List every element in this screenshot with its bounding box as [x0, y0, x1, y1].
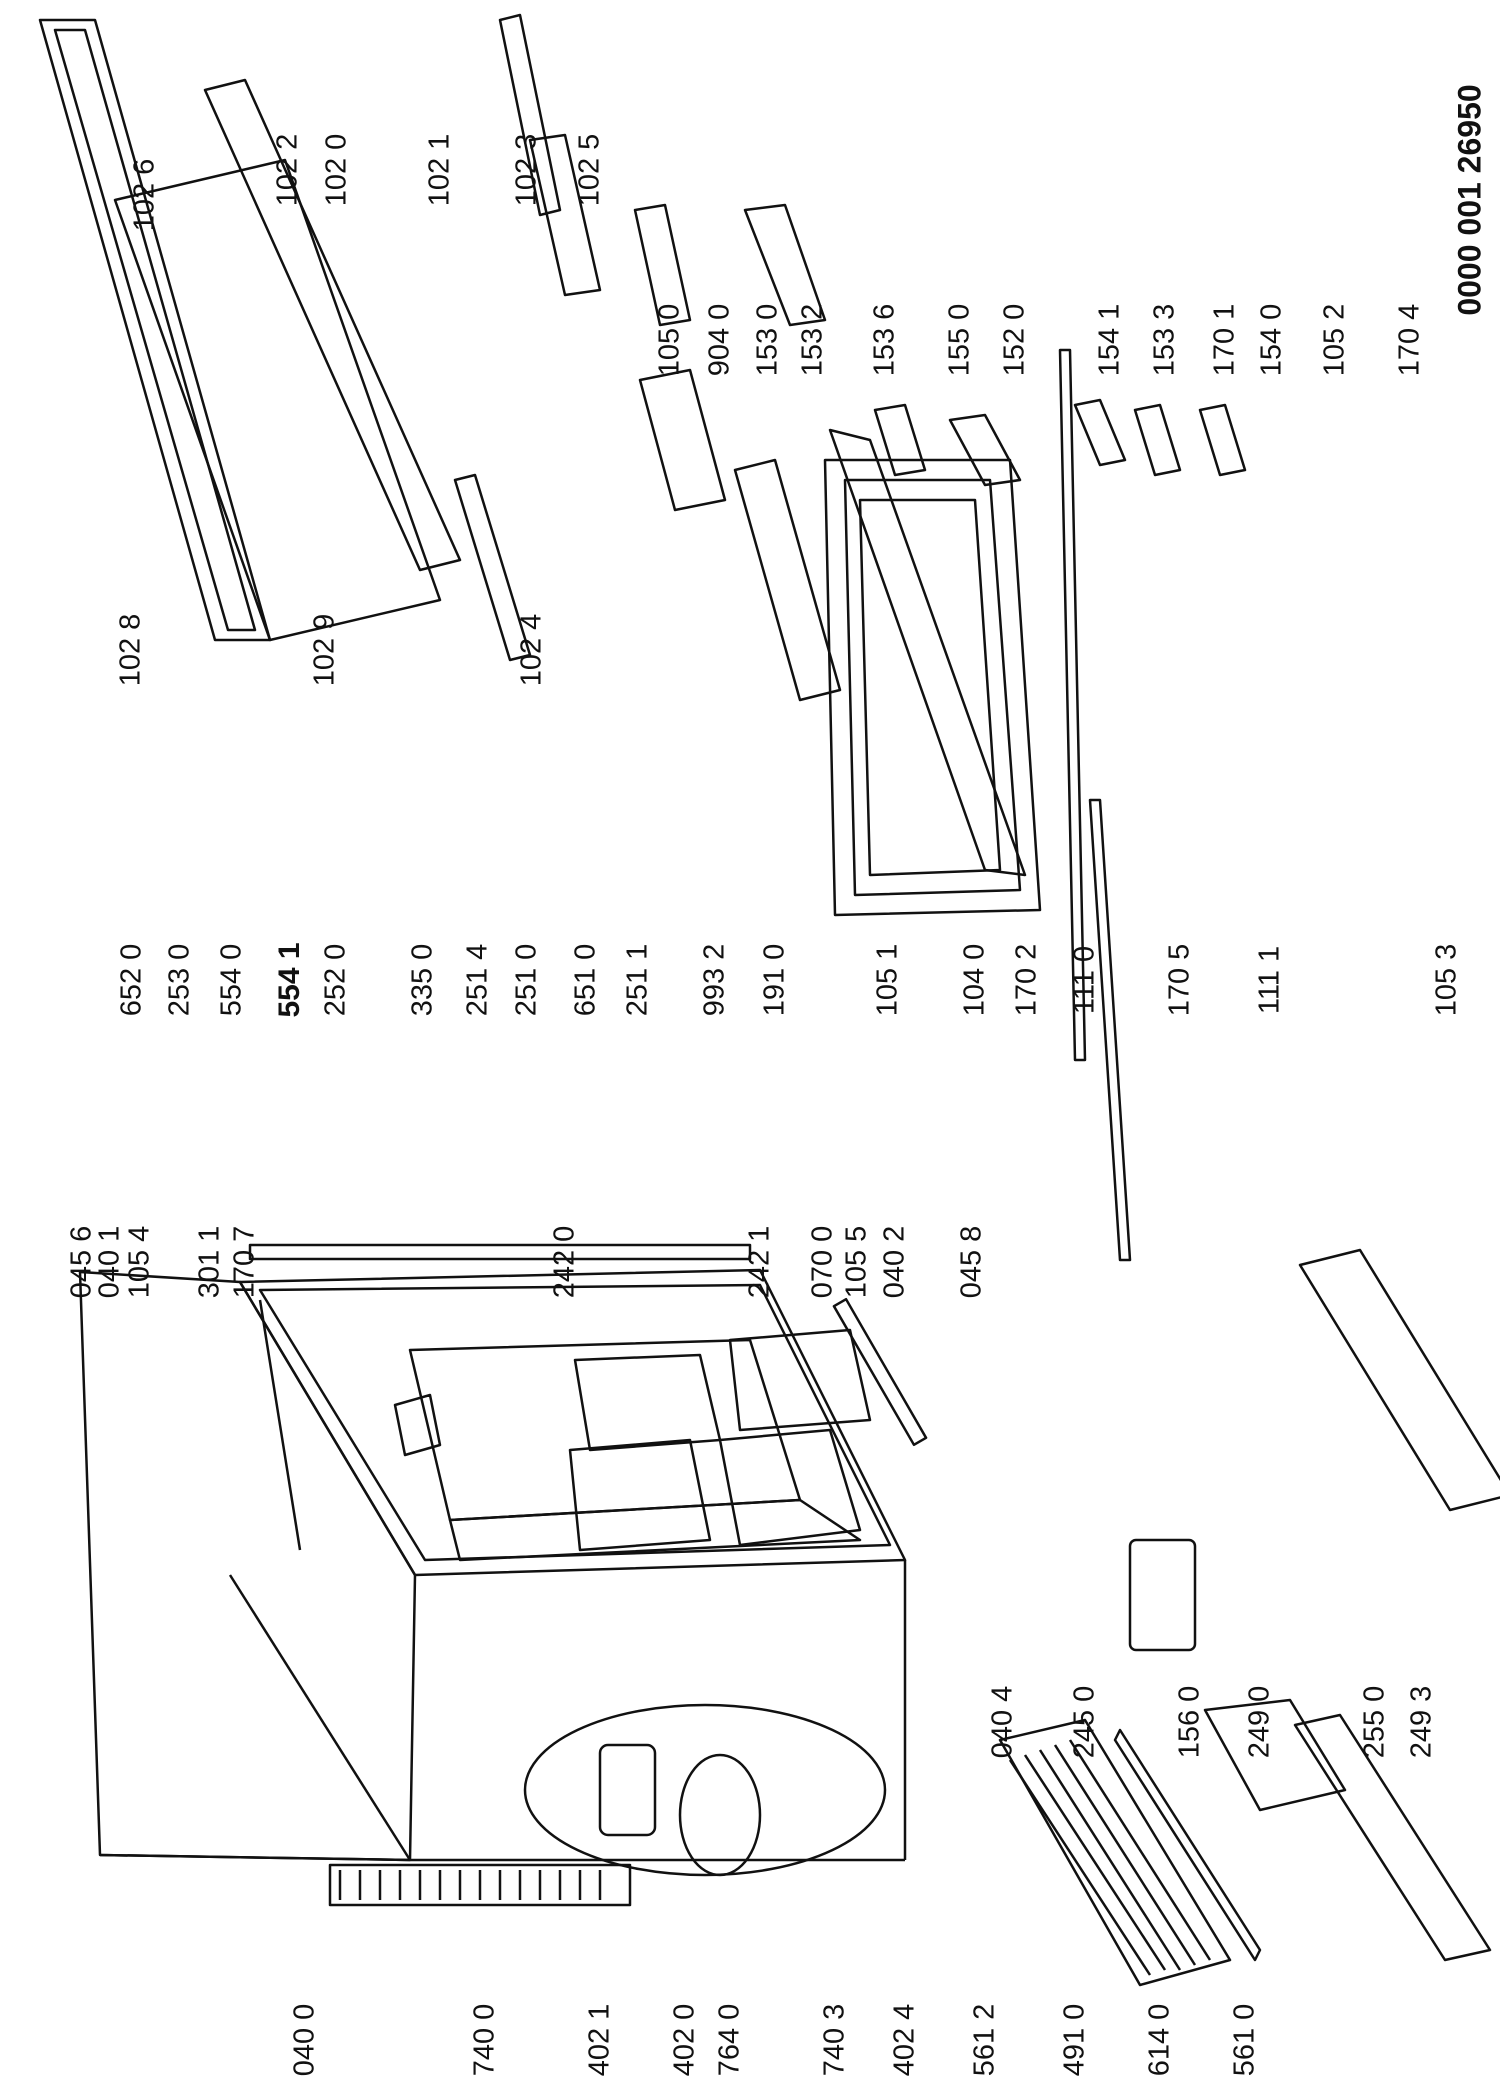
- part-label: 335 0: [406, 943, 439, 1017]
- part-label: 040 4: [986, 1685, 1019, 1759]
- part-label: 740 0: [468, 2003, 501, 2077]
- part-label: 102 2: [271, 133, 304, 207]
- part-label: 153 6: [868, 303, 901, 377]
- part-label: 102 4: [515, 613, 548, 687]
- part-label: 170 7: [228, 1225, 261, 1299]
- part-label: 111 0: [1068, 945, 1101, 1015]
- part-label: 170 4: [1393, 303, 1426, 377]
- part-label: 153 2: [796, 303, 829, 377]
- part-label: 040 1: [93, 1225, 126, 1299]
- part-label: 904 0: [703, 303, 736, 377]
- part-label: 993 2: [698, 943, 731, 1017]
- part-label: 105 5: [840, 1225, 873, 1299]
- part-label: 105 3: [1430, 943, 1463, 1017]
- part-label: 102 6: [128, 158, 161, 232]
- part-label: 255 0: [1358, 1685, 1391, 1759]
- part-label: 155 0: [943, 303, 976, 377]
- part-label: 102 8: [114, 613, 147, 687]
- door-drawing: [823, 348, 1132, 1262]
- part-label: 740 3: [818, 2003, 851, 2077]
- part-label: 554 1: [273, 942, 306, 1018]
- part-label: 040 0: [288, 2003, 321, 2077]
- part-label: 251 0: [510, 943, 543, 1017]
- part-label: 614 0: [1143, 2003, 1176, 2077]
- part-label: 170 1: [1208, 303, 1241, 377]
- part-label: 102 9: [308, 613, 341, 687]
- part-label: 561 0: [1228, 2003, 1261, 2077]
- part-label: 253 0: [163, 943, 196, 1017]
- part-label: 105 0: [653, 303, 686, 377]
- part-label: 102 0: [320, 133, 353, 207]
- part-label: 252 0: [319, 943, 352, 1017]
- part-label: 191 0: [758, 943, 791, 1017]
- part-label: 153 3: [1148, 303, 1181, 377]
- part-label: 170 2: [1010, 943, 1043, 1017]
- part-label: 154 1: [1093, 303, 1126, 377]
- part-label: 764 0: [713, 2003, 746, 2077]
- part-label: 242 1: [743, 1225, 776, 1299]
- part-label: 045 8: [955, 1225, 988, 1299]
- part-label: 242 0: [548, 1225, 581, 1299]
- part-label: 156 0: [1173, 1685, 1206, 1759]
- part-label: 102 3: [510, 133, 543, 207]
- part-label: 554 0: [215, 943, 248, 1017]
- part-label: 251 4: [461, 943, 494, 1017]
- part-label: 152 0: [998, 303, 1031, 377]
- part-label: 402 4: [888, 2003, 921, 2077]
- evaporator-parts-drawing: [38, 13, 1247, 702]
- part-label: 170 5: [1163, 943, 1196, 1017]
- part-label: 154 0: [1255, 303, 1288, 377]
- cabinet-drawing: [78, 1243, 928, 1907]
- part-label: 045 6: [65, 1225, 98, 1299]
- part-label: 402 1: [583, 2003, 616, 2077]
- part-label: 561 2: [968, 2003, 1001, 2077]
- part-label: 105 1: [871, 943, 904, 1017]
- part-label: 251 1: [621, 943, 654, 1017]
- part-label: 102 1: [423, 133, 456, 207]
- part-label: 652 0: [115, 943, 148, 1017]
- part-label: 105 4: [123, 1225, 156, 1299]
- shelves-drawing: [998, 1248, 1500, 1987]
- part-label: 153 0: [751, 303, 784, 377]
- part-label: 102 5: [573, 133, 606, 207]
- part-label: 301 1: [193, 1225, 226, 1299]
- part-label: 105 2: [1318, 303, 1351, 377]
- part-label: 040 2: [878, 1225, 911, 1299]
- catalog-number: 0000 001 26950: [1451, 84, 1488, 316]
- part-label: 070 0: [806, 1225, 839, 1299]
- part-label: 491 0: [1058, 2003, 1091, 2077]
- part-label: 402 0: [668, 2003, 701, 2077]
- part-label: 249 3: [1405, 1685, 1438, 1759]
- part-label: 249 0: [1243, 1685, 1276, 1759]
- part-label: 104 0: [958, 943, 991, 1017]
- part-label: 111 1: [1253, 945, 1286, 1015]
- part-label: 245 0: [1068, 1685, 1101, 1759]
- part-label: 651 0: [569, 943, 602, 1017]
